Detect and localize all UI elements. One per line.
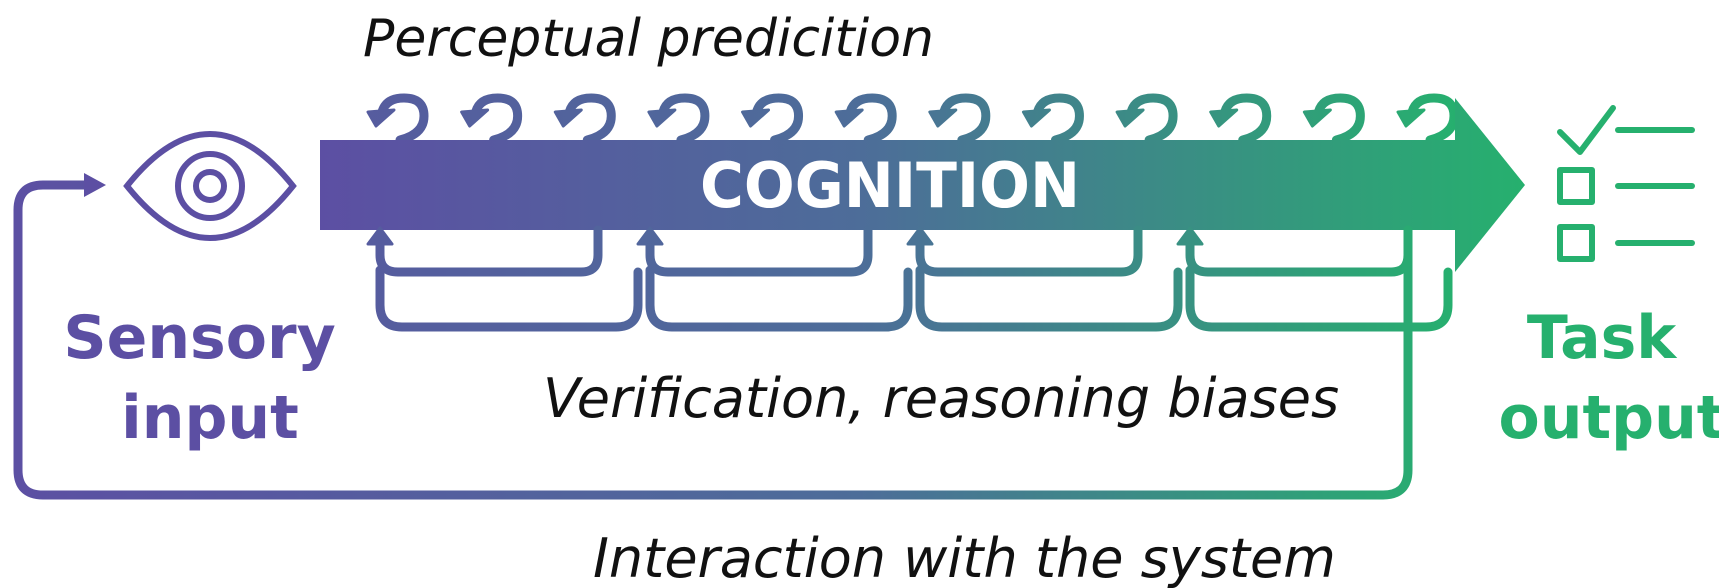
checkbox-icon [1557, 167, 1595, 205]
prediction-loops [366, 93, 1459, 145]
checkmark-icon [1557, 105, 1616, 155]
interaction-label: Interaction with the system [593, 527, 1336, 588]
prediction-loop-arrow [377, 93, 429, 145]
prediction-loop-arrowhead [1115, 108, 1145, 128]
verification-inner-loop [645, 225, 873, 277]
task-output-line-1: Task [1527, 303, 1678, 373]
prediction-loop-arrowhead [1209, 108, 1239, 128]
task-output-label: Task output [1499, 303, 1719, 453]
verification-loops [366, 225, 1453, 332]
verification-arrowhead [1176, 226, 1204, 246]
interaction-loop [13, 180, 1413, 500]
prediction-loop-arrow [845, 93, 897, 145]
verification-outer-loop [375, 265, 643, 332]
checklist-icon [1557, 105, 1695, 262]
verification-arrowhead [366, 226, 394, 246]
cognition-arrow [320, 98, 1525, 272]
task-output-line-2: output [1499, 383, 1719, 453]
prediction-loop-arrowhead [460, 108, 490, 128]
prediction-loop-arrowhead [928, 108, 958, 128]
verification-inner-loop [1185, 225, 1413, 277]
prediction-loop-arrow [658, 93, 710, 145]
perceptual-prediction-label: Perceptual predicition [363, 9, 934, 69]
verification-arrowhead [636, 226, 664, 246]
eye-icon [123, 131, 297, 241]
prediction-loop-arrow [471, 93, 523, 145]
interaction-arrowhead [84, 173, 106, 197]
prediction-loop-arrowhead [553, 108, 583, 128]
prediction-loop-arrow [939, 93, 991, 145]
prediction-loop-arrow [564, 93, 616, 145]
prediction-loop-arrow [752, 93, 804, 145]
prediction-loop-arrow [1032, 93, 1084, 145]
cognition-label: COGNITION [700, 149, 1080, 222]
checkbox-icon [1557, 224, 1595, 262]
verification-outer-loop [915, 265, 1183, 332]
prediction-loop-arrowhead [834, 108, 864, 128]
prediction-loop-arrow [1220, 93, 1272, 145]
prediction-loop-arrow [1126, 93, 1178, 145]
prediction-loop-arrow [1407, 93, 1459, 145]
prediction-loop-arrowhead [647, 108, 677, 128]
prediction-loop-arrowhead [1302, 108, 1332, 128]
prediction-loop-arrowhead [741, 108, 771, 128]
verification-outer-loop [645, 265, 913, 332]
sensory-input-line-1: Sensory [63, 303, 335, 373]
sensory-input-line-2: input [121, 383, 299, 453]
verification-outer-loop [1185, 265, 1453, 332]
verification-inner-loop [915, 225, 1143, 277]
prediction-loop-arrow [1313, 93, 1365, 145]
verification-label: Verification, reasoning biases [543, 367, 1339, 430]
prediction-loop-arrowhead [1021, 108, 1051, 128]
sensory-input-label: Sensory input [63, 303, 356, 453]
verification-inner-loop [375, 225, 603, 277]
verification-arrowhead [906, 226, 934, 246]
prediction-loop-arrowhead [1396, 108, 1426, 128]
prediction-loop-arrowhead [366, 108, 396, 128]
